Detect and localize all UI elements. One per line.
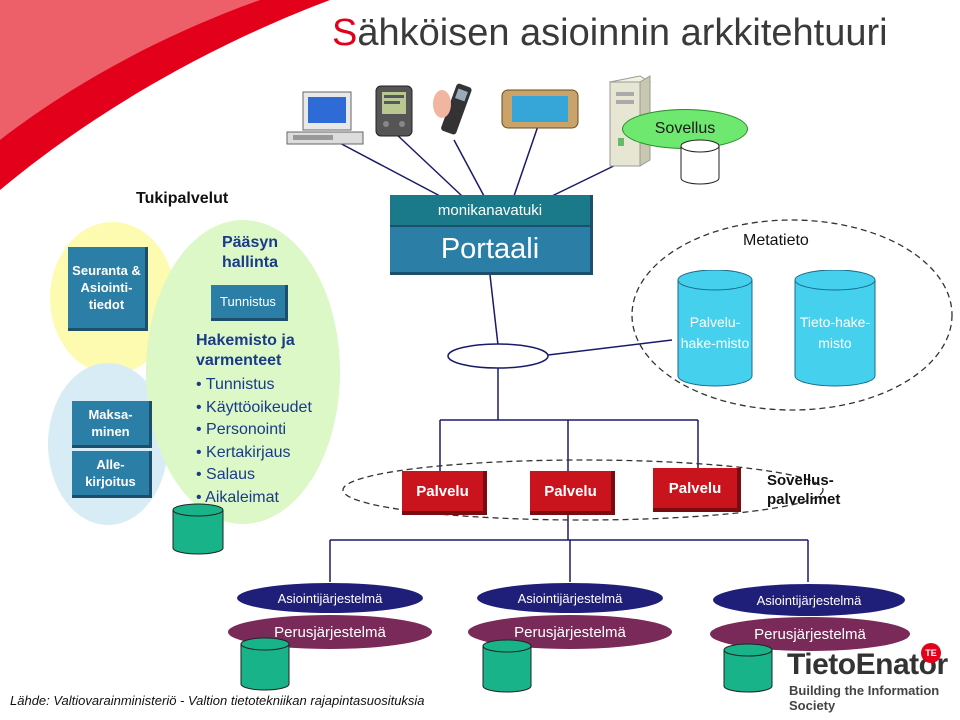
bullet-item: • Tunnistus: [196, 376, 275, 393]
asiointijarjestelma-2: Asiointijärjestelmä: [477, 583, 663, 613]
system-database-icon-2: [482, 639, 532, 693]
paasyn-hallinta-bg: [146, 220, 340, 524]
bullet-item: • Salaus: [196, 466, 255, 483]
bullet-item: • Käyttöoikeudet: [196, 398, 312, 416]
portaali-box: Portaali: [390, 227, 593, 275]
maksaminen-box: Maksa-minen: [72, 401, 152, 448]
perusjarjestelma-2: Perusjärjestelmä: [468, 615, 672, 649]
tietohakemisto-label: Tieto-hake-misto: [799, 314, 871, 351]
tukipalvelut-heading: Tukipalvelut: [136, 190, 229, 207]
logo-badge-icon: TE: [921, 643, 941, 663]
sovelluspalvelimet-label: Sovellus-palvelimet: [767, 472, 841, 508]
palveluhakemisto-label: Palvelu-hake-misto: [680, 314, 750, 351]
desktop-computer-icon: [286, 91, 364, 145]
source-caption: Lähde: Valtiovarainministeriö - Valtion …: [10, 693, 425, 708]
bullet-item: • Kertakirjaus: [196, 443, 291, 461]
system-database-icon-1: [240, 637, 290, 691]
metatieto-heading: Metatieto: [743, 232, 809, 249]
hakemisto-bullet-list: • Tunnistus • Käyttöoikeudet • Personoin…: [196, 374, 312, 509]
tietohakemisto-cylinder-icon: [794, 270, 876, 387]
perusjarjestelma-3: Perusjärjestelmä: [710, 617, 910, 651]
mobile-phone-icon: [433, 83, 472, 135]
paasyn-hallinta-label: Pääsyn hallinta: [221, 234, 279, 271]
page-title: Sähköisen asioinnin arkkitehtuuri: [332, 12, 888, 54]
pda-icon: [375, 85, 413, 137]
asiointijarjestelma-3: Asiointijärjestelmä: [713, 584, 905, 616]
tukipalvelut-database-icon: [172, 503, 224, 555]
bullet-item: • Aikaleimat: [196, 488, 279, 506]
allekirjoitus-box: Alle-kirjoitus: [72, 451, 152, 498]
seuranta-box: Seuranta & Asiointi-tiedot: [68, 247, 148, 331]
tunnistus-box: Tunnistus: [211, 285, 288, 321]
hakemisto-label: Hakemisto ja varmenteet: [196, 332, 295, 369]
logo-tagline: Building the Information Society: [789, 683, 940, 713]
palvelu-box-2: Palvelu: [530, 471, 615, 515]
asiointijarjestelma-1: Asiointijärjestelmä: [237, 583, 423, 613]
palvelu-box-3: Palvelu: [653, 468, 741, 512]
digital-tv-icon: [501, 89, 579, 129]
system-database-icon-3: [723, 643, 773, 693]
palveluhakemisto-cylinder-icon: [677, 270, 753, 387]
monikanavatuki-box: monikanavatuki: [390, 195, 593, 228]
decorative-swoosh: [0, 0, 330, 190]
bullet-item: • Personointi: [196, 421, 287, 438]
palvelu-box-1: Palvelu: [402, 471, 487, 515]
sovellus-database-icon: [680, 139, 720, 185]
